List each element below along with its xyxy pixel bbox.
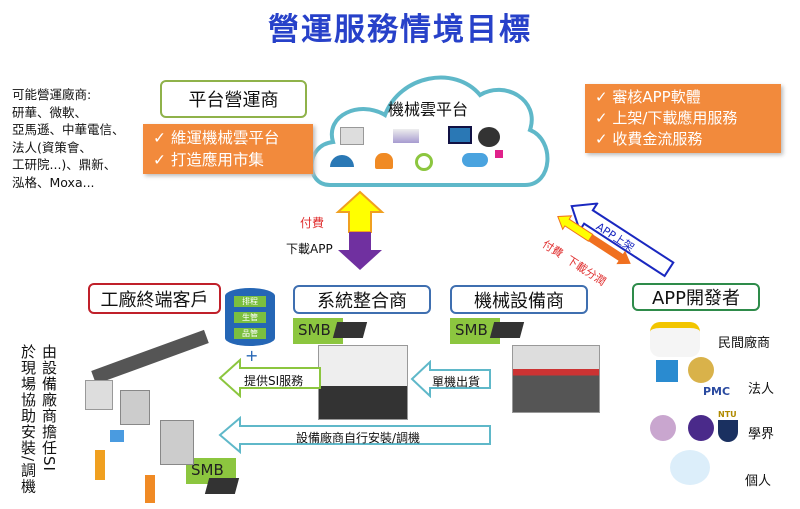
download-app-label: 下載APP <box>286 242 333 256</box>
app-store-tasks: ✓ 審核APP軟體 ✓ 上架/下載應用服務 ✓ 收費金流服務 <box>585 84 781 153</box>
plus-icon: + <box>245 346 259 365</box>
self-install-label: 設備廠商自行安裝/調機 <box>296 431 421 445</box>
task-item: ✓ 維運機械雲平台 <box>153 129 280 147</box>
machine-vendor-label: 機械設備商 <box>450 285 588 314</box>
note-line: 研華、微軟、 <box>12 104 88 120</box>
sensor-icon <box>495 150 503 158</box>
individual-developer-image <box>670 450 710 485</box>
pay-download-arrow <box>335 190 385 270</box>
si-service-arrow <box>218 358 321 398</box>
developer-individual: 個人 <box>745 474 772 489</box>
database-icon: 排程 生管 品管 <box>225 288 275 346</box>
engineers-image <box>650 322 700 357</box>
cnc-lathe-image <box>318 345 408 420</box>
self-install-arrow <box>218 416 491 454</box>
single-ship-arrow <box>410 360 491 398</box>
developer-legal: 法人 <box>748 382 775 397</box>
factory-customer-label: 工廠終端客戶 <box>88 283 221 314</box>
system-integrator-label: 系統整合商 <box>293 285 431 314</box>
gauge-icon <box>330 155 354 167</box>
db-label-schedule: 排程 <box>234 296 266 307</box>
cnc-machine-image <box>512 345 600 413</box>
page-title: 營運服務情境目標 <box>268 12 532 48</box>
pay-label: 付費 <box>300 216 325 230</box>
pmc-logo: PMC <box>703 385 731 398</box>
platform-operator-tasks: ✓ 維運機械雲平台 ✓ 打造應用市集 <box>143 124 313 174</box>
smb-badge: SMB <box>293 318 343 344</box>
gateway-device-icon <box>489 322 525 338</box>
lock-icon <box>340 127 364 145</box>
task-item: ✓ 審核APP軟體 <box>595 88 701 106</box>
ntu-shield-icon <box>718 420 738 442</box>
warning-icon <box>478 127 500 147</box>
possible-operators-note: 可能營運廠商: 研華、微軟、 亞馬遜、中華電信、 法人(資策會、 工研院...)… <box>12 86 125 191</box>
clock-icon <box>415 153 433 171</box>
cloud-shape <box>309 75 550 187</box>
cloud-platform-label: 機械雲平台 <box>388 100 469 119</box>
note-line: 可能營運廠商: <box>12 87 92 102</box>
cloud-app-icons <box>330 125 530 180</box>
tool-icon <box>448 126 472 144</box>
university-logo <box>688 415 714 441</box>
single-ship-label: 單機出貨 <box>432 375 481 389</box>
note-line: 工研院...)、鼎新、 <box>12 157 117 172</box>
db-label-production: 生管 <box>234 312 266 323</box>
pay-share-arrow <box>553 209 636 270</box>
task-item: ✓ 打造應用市集 <box>153 151 264 169</box>
factory-line-image <box>80 320 220 505</box>
iii-logo <box>688 357 714 383</box>
ntu-logo: NTU <box>718 410 737 419</box>
note-line: 亞馬遜、中華電信、 <box>12 122 125 137</box>
note-line: 法人(資策會、 <box>12 139 92 155</box>
university-logo <box>650 415 676 441</box>
note-line: 泓格、Moxa... <box>12 174 95 190</box>
itri-logo <box>656 360 678 382</box>
developer-academia: 學界 <box>748 427 775 442</box>
task-item: ✓ 上架/下載應用服務 <box>595 109 738 127</box>
app-developer-label: APP開發者 <box>632 283 760 311</box>
developer-private: 民間廠商 <box>718 336 771 351</box>
platform-operator-label: 平台營運商 <box>160 80 307 118</box>
chart-icon <box>393 129 419 143</box>
cloud-upload-icon <box>462 153 488 167</box>
si-service-label: 提供SI服務 <box>244 374 304 388</box>
vertical-note-si: 由設備廠商擔任SI <box>40 344 58 472</box>
db-label-quality: 品管 <box>234 328 266 339</box>
vertical-note-install: 於現場協助安裝/調機 <box>19 344 37 495</box>
gateway-device-icon <box>332 322 368 338</box>
alarm-bell-icon <box>375 153 393 169</box>
task-item: ✓ 收費金流服務 <box>595 130 703 148</box>
